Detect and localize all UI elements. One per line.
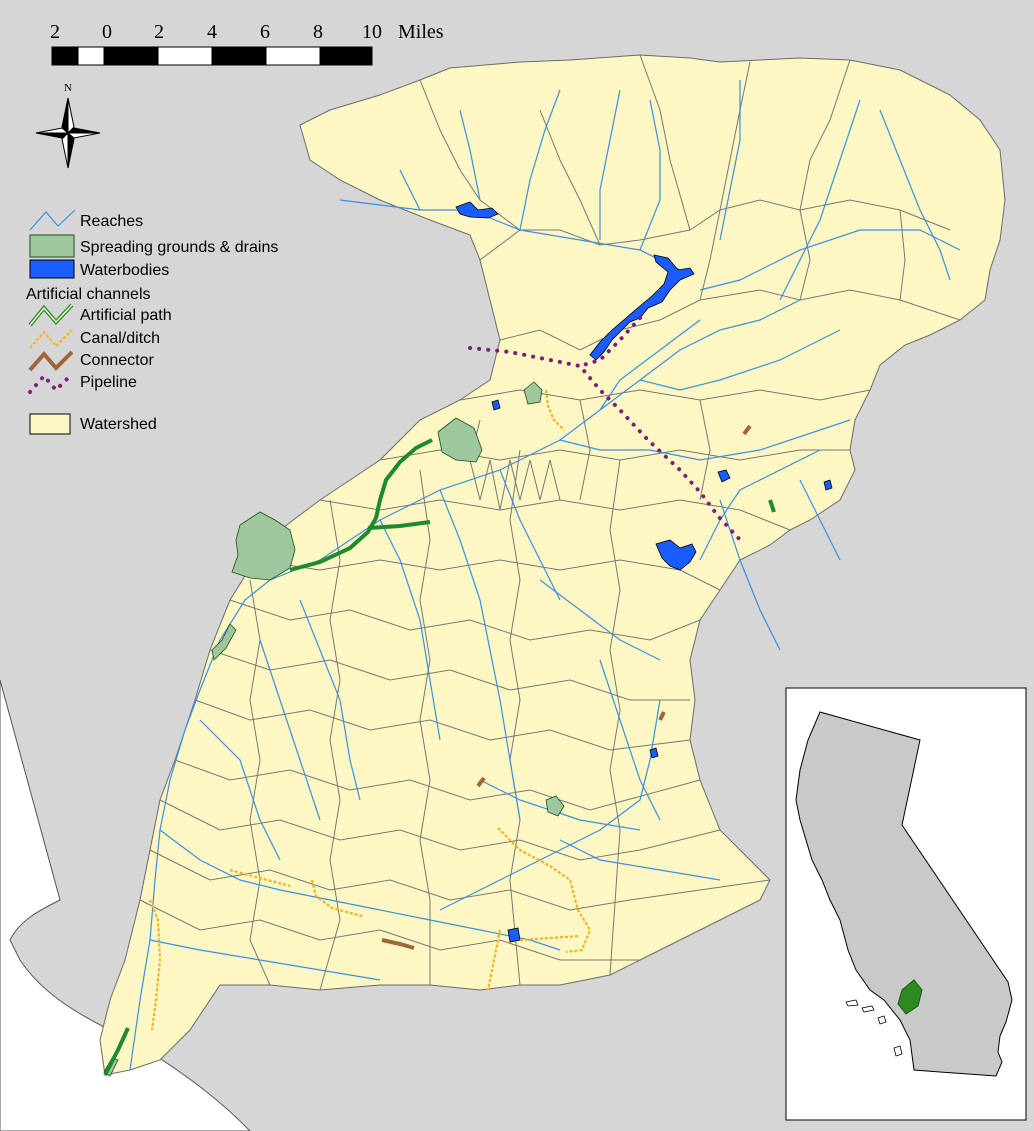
legend-label-canal: Canal/ditch <box>80 330 160 347</box>
legend-label-spreading: Spreading grounds & drains <box>80 239 278 256</box>
canals-ditches <box>148 389 592 1031</box>
legend-item-connector: Connector <box>28 350 154 372</box>
pipelines <box>468 316 744 544</box>
north-arrow-icon: N <box>35 82 101 169</box>
legend-item-spreading: Spreading grounds & drains <box>29 234 278 258</box>
legend-item-reaches: Reaches <box>29 209 143 231</box>
reach-line-icon <box>29 209 76 231</box>
legend-label-watershed: Watershed <box>80 416 157 433</box>
scale-tick-6: 10 <box>362 21 382 43</box>
connector-icon <box>28 350 74 372</box>
legend-label-artificial-path: Artificial path <box>80 307 172 324</box>
channel-islands <box>845 999 903 1057</box>
scale-bar-ticks: 2 0 2 4 6 8 10 <box>50 21 382 43</box>
pipeline-icon <box>28 372 74 394</box>
watershed-swatch-icon <box>29 413 71 435</box>
legend-item-waterbodies: Waterbodies <box>29 259 169 279</box>
california-outline <box>795 711 1013 1077</box>
waterbody-swatch-icon <box>29 259 75 279</box>
ocean-area <box>0 679 251 1131</box>
canal-ditch-icon <box>29 329 73 349</box>
california-inset <box>785 687 1027 1121</box>
legend-item-watershed: Watershed <box>29 413 157 435</box>
legend-label-reaches: Reaches <box>80 213 143 230</box>
scale-bar-segments <box>51 46 373 66</box>
spreading-grounds <box>103 381 565 1077</box>
scale-unit-label: Miles <box>398 21 444 43</box>
scale-tick-2: 2 <box>154 21 164 43</box>
scale-tick-3: 4 <box>207 21 217 43</box>
legend-label-pipeline: Pipeline <box>80 374 137 391</box>
legend-label-connector: Connector <box>80 352 154 369</box>
north-label: N <box>64 82 72 94</box>
legend-heading-artificial: Artificial channels <box>26 286 151 303</box>
legend: Reaches Spreading grounds & drains Water… <box>26 209 278 435</box>
connectors <box>381 424 752 950</box>
spreading-swatch-icon <box>29 234 75 258</box>
legend-item-canal: Canal/ditch <box>29 329 160 349</box>
legend-item-pipeline: Pipeline <box>28 372 137 394</box>
watershed-location-marker <box>897 979 923 1015</box>
scale-bar: 2 0 2 4 6 8 10 Miles <box>50 21 444 66</box>
scale-tick-4: 6 <box>260 21 270 43</box>
reaches <box>129 80 961 1071</box>
waterbodies <box>455 201 833 943</box>
scale-tick-0: 2 <box>50 21 60 43</box>
scale-tick-1: 0 <box>102 21 112 43</box>
legend-item-artificial-path: Artificial path <box>28 303 172 327</box>
artificial-paths <box>103 438 776 1076</box>
legend-label-waterbodies: Waterbodies <box>80 262 169 279</box>
scale-tick-5: 8 <box>313 21 323 43</box>
